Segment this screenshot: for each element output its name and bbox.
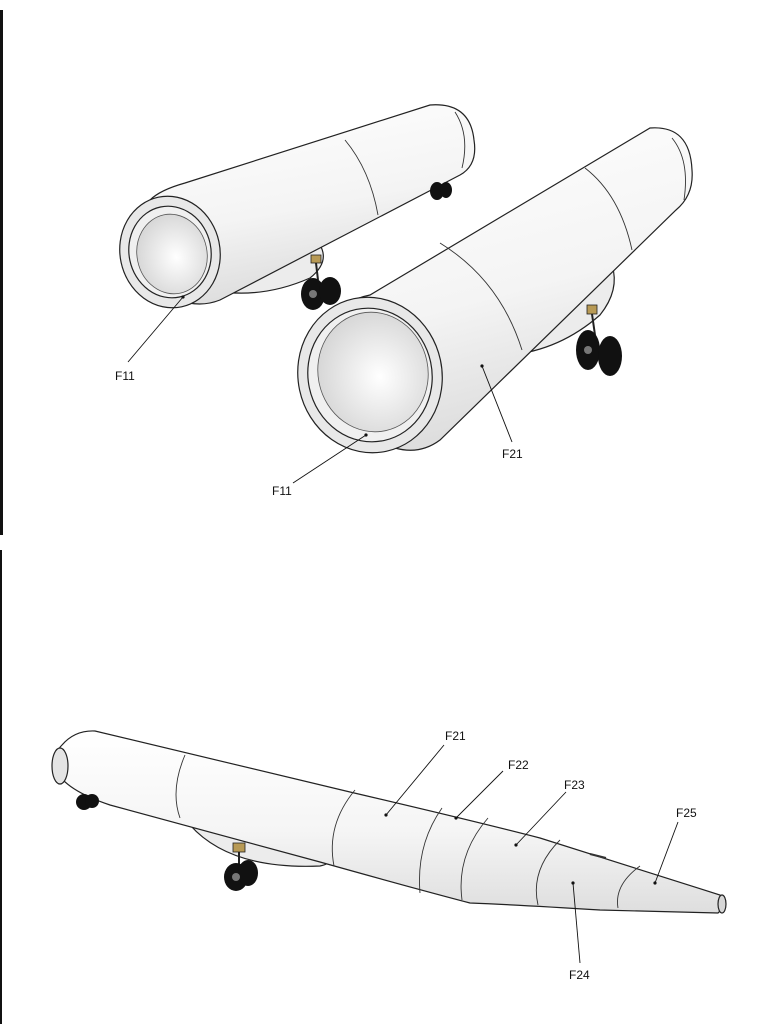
seam-f11-f21	[175, 754, 186, 819]
svg-text:F11: F11	[272, 484, 292, 498]
left-rear-wheel	[430, 182, 452, 200]
bottom-diagram-svg: F21 F22 F23 F24 F25	[0, 550, 727, 1024]
fuselage-slot-mark	[589, 853, 607, 859]
left-tube-seam	[344, 139, 379, 216]
svg-text:F25: F25	[676, 806, 697, 820]
top-diagram-panel: F11 F21 F11	[0, 10, 693, 535]
seam-f24-f25	[617, 865, 641, 909]
left-tube-body	[149, 104, 476, 305]
assembled-fuselage	[51, 730, 727, 914]
label-right-rim: F11	[272, 433, 368, 498]
bottom-diagram-panel: F21 F22 F23 F24 F25	[0, 540, 768, 1024]
seam-f22-f23	[460, 817, 489, 901]
right-tube-end-seam	[671, 137, 686, 201]
right-main-wheel	[576, 304, 622, 376]
left-tube-end-seam	[454, 111, 466, 169]
seam-f23-f24	[535, 839, 561, 906]
top-diagram-svg: F11 F21 F11	[0, 10, 693, 535]
label-f23: F23	[514, 778, 585, 847]
fuselage-main-wheel	[224, 842, 258, 891]
left-frame-line	[0, 10, 3, 535]
label-right-body: F21	[480, 364, 523, 461]
svg-text:F22: F22	[508, 758, 529, 772]
svg-text:F23: F23	[564, 778, 585, 792]
right-tube-seam-1	[439, 242, 523, 351]
label-f25: F25	[653, 806, 697, 885]
fuselage-front-wheel	[76, 794, 99, 810]
left-fuselage-section	[119, 104, 476, 310]
label-f22: F22	[454, 758, 529, 820]
label-f24: F24	[569, 881, 590, 982]
svg-text:F21: F21	[445, 729, 466, 743]
right-tube-opening	[317, 311, 429, 433]
svg-text:F21: F21	[502, 447, 523, 461]
bottom-left-frame-line	[0, 550, 2, 1024]
left-front-wheel	[301, 254, 341, 310]
label-left-rim: F11	[115, 295, 185, 383]
fuselage-front-cap	[51, 747, 69, 785]
fuselage-body	[54, 730, 724, 914]
seam-f21-f22	[419, 807, 443, 894]
fuselage-tail-opening	[717, 894, 727, 914]
right-tube-seam-2	[584, 167, 633, 251]
svg-text:F11: F11	[115, 369, 135, 383]
svg-text:F24: F24	[569, 968, 590, 982]
label-f21: F21	[384, 729, 466, 817]
left-tube-opening	[136, 213, 208, 295]
right-fuselage-section	[297, 127, 693, 454]
seam-f21-left	[331, 789, 356, 867]
